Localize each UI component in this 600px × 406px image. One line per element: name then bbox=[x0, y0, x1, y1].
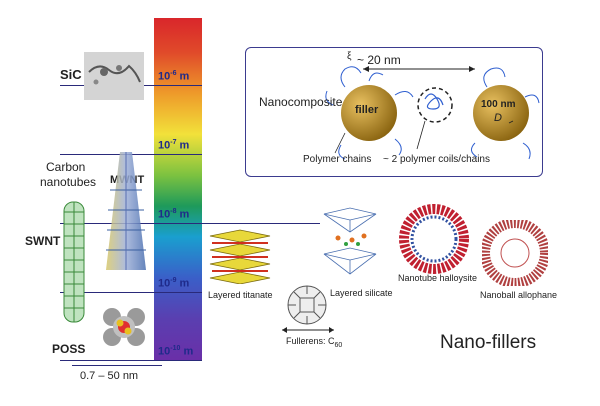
nano-fillers-title: Nano-fillers bbox=[440, 332, 537, 353]
xi-symbol: ξ bbox=[347, 51, 352, 62]
coils-label: ~ 2 polymer coils/chains bbox=[383, 154, 490, 165]
fullerens-label: Fullerens: C60 bbox=[286, 336, 343, 349]
scale-label-1e-7: 10-7 m bbox=[158, 139, 190, 152]
sic-label: SiC bbox=[60, 67, 82, 82]
layered-titanate-image bbox=[209, 229, 271, 284]
range-label: 0.7 – 50 nm bbox=[80, 370, 139, 382]
nanotube-halloysite-label: Nanotube halloysite bbox=[398, 273, 478, 283]
size-label: 100 nm bbox=[481, 99, 516, 110]
poss-image bbox=[103, 308, 145, 346]
distance-label: ~ 20 nm bbox=[357, 53, 401, 67]
layered-silicate-image bbox=[323, 207, 377, 275]
fullerene-image bbox=[287, 285, 327, 325]
layered-titanate-label: Layered titanate bbox=[208, 290, 273, 300]
diameter-label: D bbox=[494, 112, 502, 124]
scale-label-1e-9: 10-9 m bbox=[158, 277, 190, 290]
nanocomposite-diagram bbox=[325, 66, 540, 160]
scale-label-1e-6: 10-6 m bbox=[158, 70, 190, 83]
line-1e-9 bbox=[60, 292, 202, 293]
filler-label: filler bbox=[355, 104, 379, 116]
nanotube-halloysite-image bbox=[399, 204, 469, 274]
range-line bbox=[72, 365, 162, 366]
carbon-label: Carbon bbox=[46, 160, 86, 174]
swnt-label: SWNT bbox=[25, 234, 61, 248]
fullerene-size-arrow bbox=[282, 327, 334, 333]
nanotubes-label: nanotubes bbox=[40, 175, 97, 189]
nanoball-allophane-label: Nanoball allophane bbox=[480, 290, 558, 300]
nanoball-allophane-image bbox=[482, 220, 548, 286]
scale-label-1e-8: 10-8 m bbox=[158, 208, 190, 221]
scale-label-1e-10: 10-10 m bbox=[158, 345, 194, 358]
scale-bar bbox=[154, 18, 202, 360]
line-1e-8 bbox=[60, 223, 320, 224]
poss-label: POSS bbox=[52, 342, 86, 356]
layered-silicate-label: Layered silicate bbox=[330, 288, 393, 298]
polymer-chains-label: Polymer chains bbox=[303, 154, 372, 165]
line-1e-10 bbox=[60, 360, 202, 361]
sic-micrograph bbox=[84, 52, 144, 100]
nanocomposite-title: Nanocomposite bbox=[259, 95, 343, 109]
swnt-image bbox=[63, 201, 85, 323]
mwnt-image bbox=[106, 152, 146, 270]
